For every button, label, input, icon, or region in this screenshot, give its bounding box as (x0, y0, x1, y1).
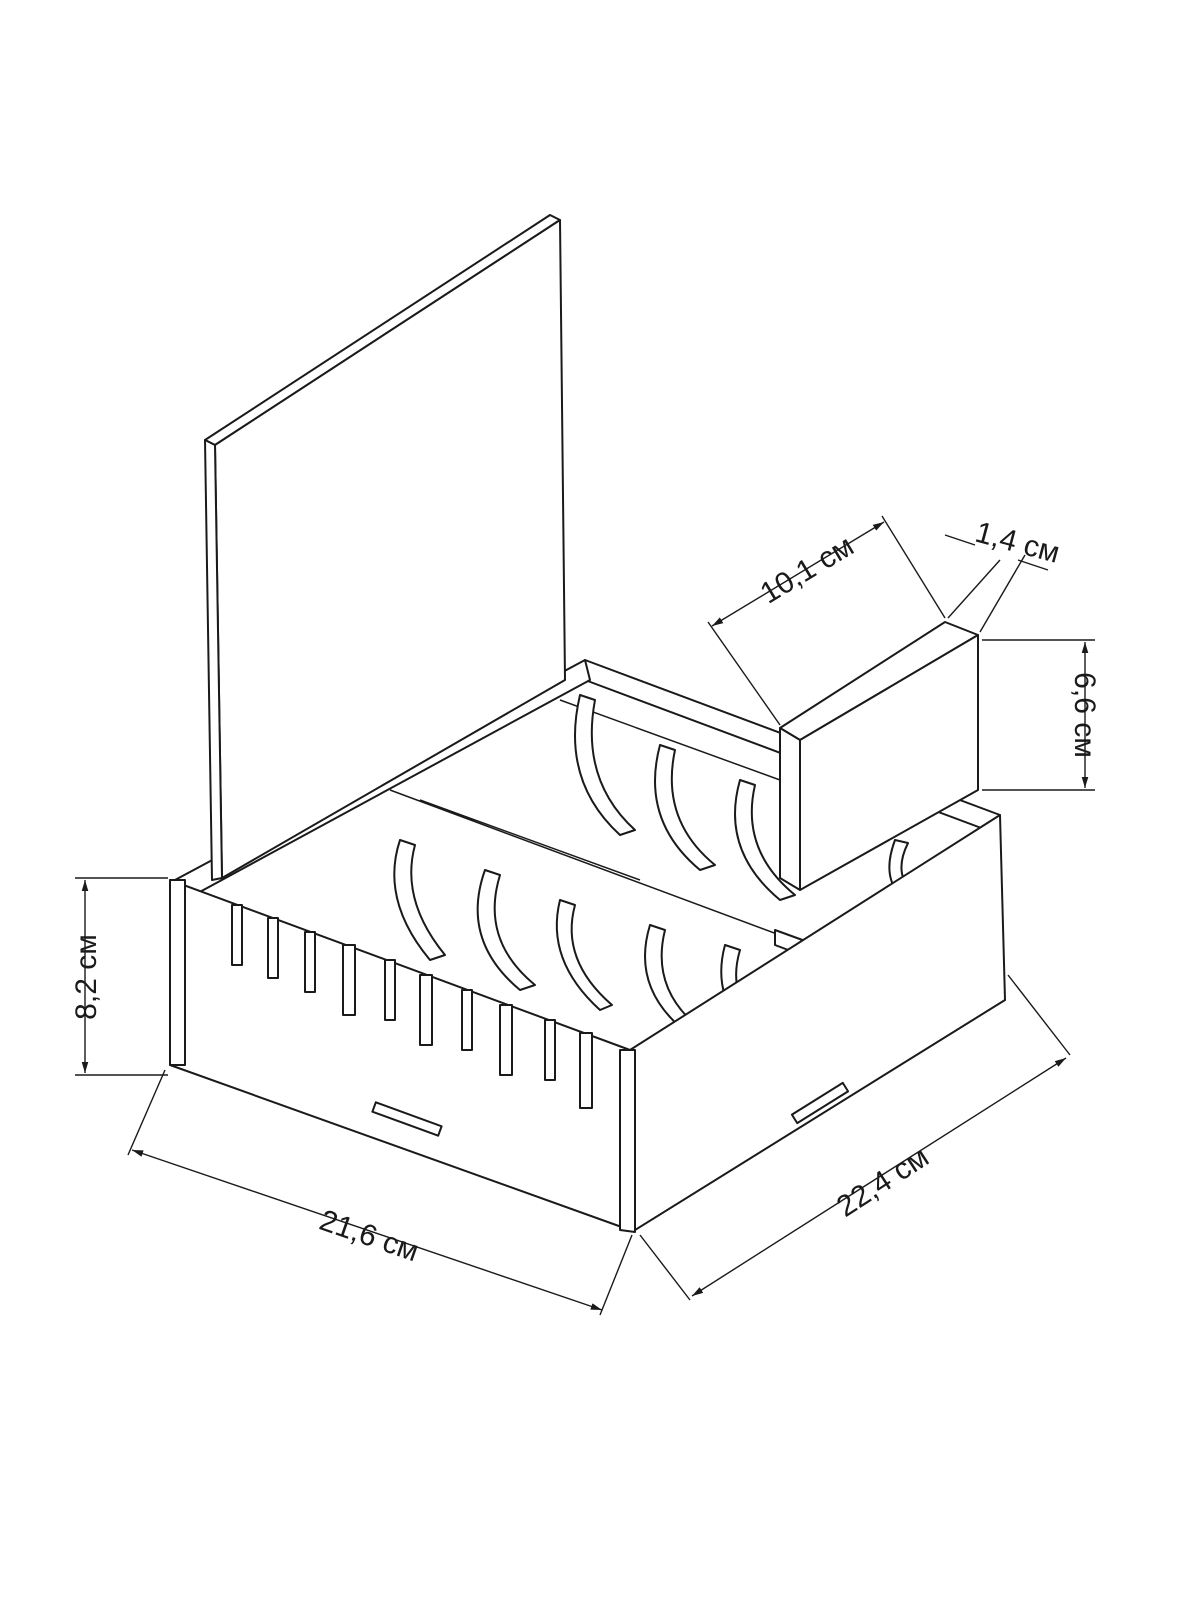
lid (204, 214, 566, 881)
box-height-label: 8,2 см (70, 934, 103, 1020)
block-thickness-label: 1,4 см (972, 516, 1063, 570)
box-depth-label: 22,4 см (831, 1140, 935, 1223)
block-height-label: 6,6 см (1068, 672, 1101, 758)
box-width-label: 21,6 см (315, 1204, 423, 1269)
block (779, 621, 979, 891)
dimension-lines (75, 515, 1095, 1316)
block-length-label: 10,1 см (755, 529, 860, 610)
front-slots (231, 904, 593, 1109)
